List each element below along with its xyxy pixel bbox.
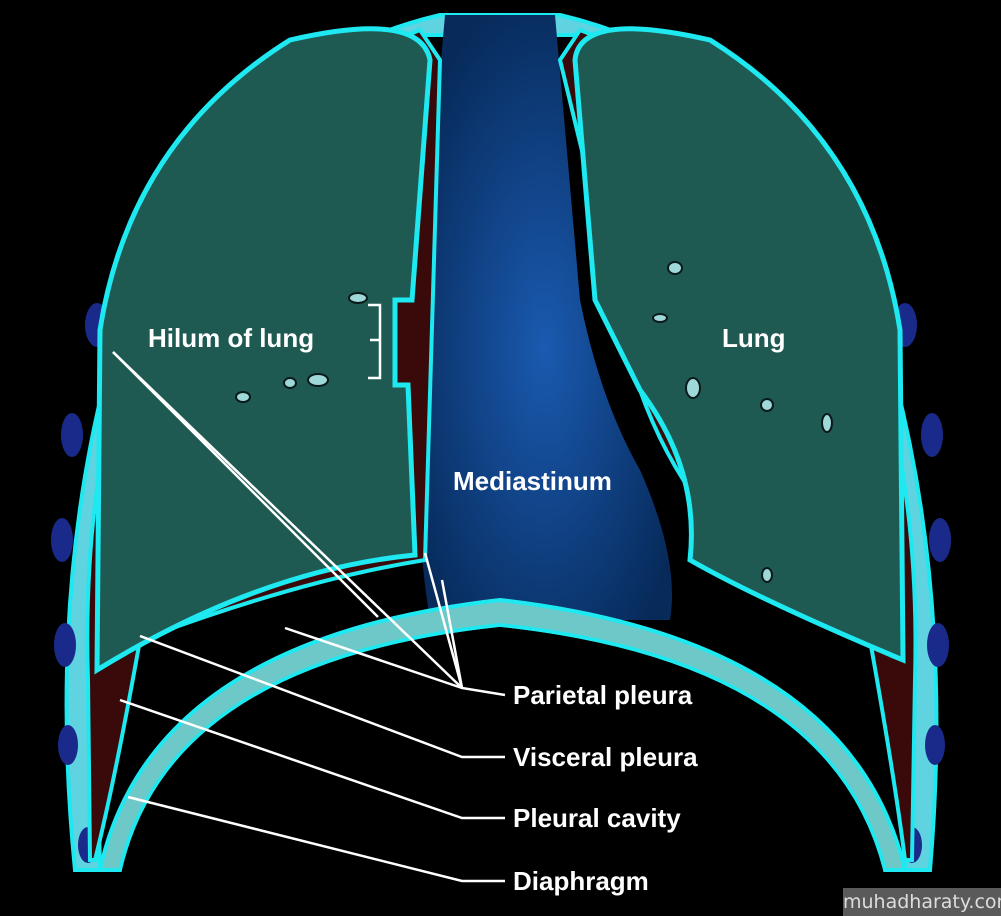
label-mediastinum: Mediastinum (453, 466, 612, 496)
left-lung (94, 26, 433, 675)
label-pleural-cavity: Pleural cavity (513, 803, 681, 833)
right-lung (572, 26, 906, 664)
bronchi (235, 261, 833, 583)
label-diaphragm: Diaphragm (513, 866, 649, 896)
label-visceral-pleura: Visceral pleura (513, 742, 698, 772)
leader-lines (112, 303, 506, 883)
watermark: muhadharaty.com (843, 888, 1001, 916)
abdomen-dark (122, 627, 883, 870)
label-parietal-pleura: Parietal pleura (513, 680, 693, 710)
mediastinum-region (416, 15, 672, 620)
diaphragm-shape (97, 597, 908, 872)
label-lung: Lung (722, 323, 786, 353)
label-hilum-of-lung: Hilum of lung (148, 323, 315, 353)
